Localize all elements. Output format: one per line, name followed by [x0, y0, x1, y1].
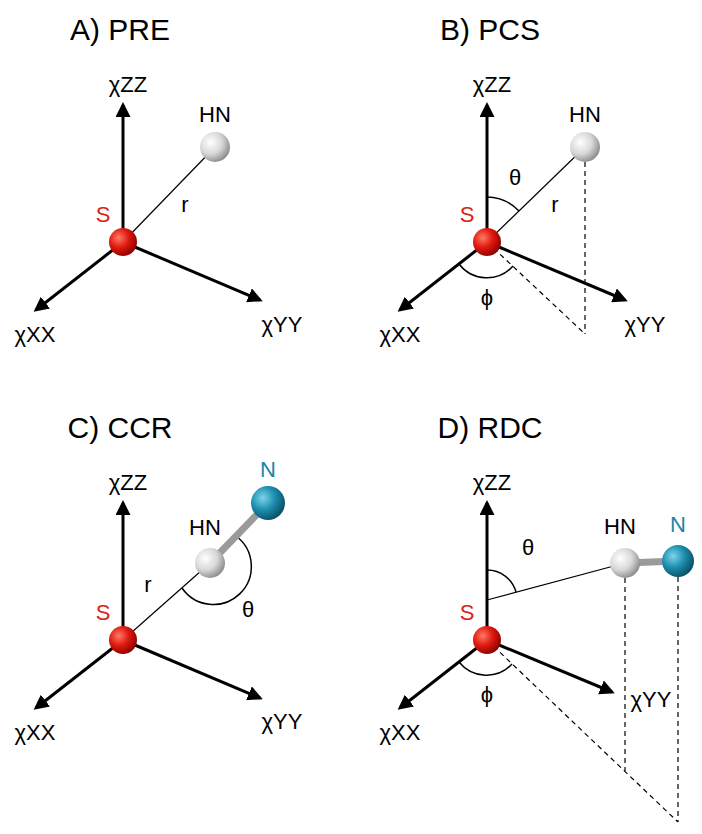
n-sphere: [662, 545, 694, 577]
atom-label: HN: [198, 104, 232, 126]
axis: [122, 503, 125, 640]
hn-sphere: [610, 548, 640, 578]
angle-label: θ: [521, 537, 535, 559]
angle-arc: [487, 197, 519, 211]
angle-label: ϕ: [480, 287, 494, 309]
projection-line: [677, 577, 678, 822]
s-sphere: [473, 228, 501, 256]
s-sphere: [473, 626, 501, 654]
hn-sphere: [570, 132, 600, 162]
axis: [486, 105, 489, 242]
axis-label: χYY: [630, 689, 673, 711]
panel-c: [36, 486, 285, 708]
projection-line: [487, 242, 585, 334]
panel-title: D) RDC: [437, 413, 544, 443]
atom-label: HN: [603, 516, 637, 538]
atom-label: S: [459, 204, 476, 226]
projection-line: [624, 578, 625, 771]
atom-label: S: [95, 204, 112, 226]
hn-sphere: [195, 548, 225, 578]
axis-label: χXX: [14, 324, 57, 346]
axis: [36, 640, 123, 708]
atom-label: S: [459, 602, 476, 624]
axis-label: χXX: [379, 722, 422, 744]
angle-label: θ: [241, 599, 255, 621]
panel-b: [400, 105, 625, 334]
axis-label: χYY: [624, 314, 667, 336]
angle-arc: [182, 536, 251, 604]
s-sphere: [109, 626, 137, 654]
axis: [486, 503, 489, 640]
projection-line: [584, 162, 585, 334]
axis: [123, 242, 260, 300]
panel-a: [36, 105, 260, 310]
axis: [36, 242, 123, 310]
vector-line: [487, 563, 625, 600]
atom-label: N: [669, 514, 687, 536]
angle-label: ϕ: [480, 684, 494, 706]
atom-label: N: [259, 459, 277, 481]
axis: [122, 105, 125, 242]
atom-label: S: [95, 602, 112, 624]
axis-label: χXX: [379, 324, 422, 346]
angle-arc: [487, 570, 516, 592]
axis: [487, 640, 612, 692]
panel-title: B) PCS: [439, 15, 541, 45]
vector-line: [487, 147, 585, 242]
hn-sphere: [200, 132, 230, 162]
axis-label: χYY: [261, 314, 304, 336]
panel-title: A) PRE: [69, 15, 171, 45]
axis-label: χXX: [14, 722, 57, 744]
angle-arc: [459, 662, 512, 675]
atom-label: HN: [188, 517, 222, 539]
s-sphere: [109, 228, 137, 256]
angle-arc: [459, 264, 513, 278]
n-sphere: [251, 486, 285, 520]
distance-label: r: [143, 574, 152, 596]
projection-line: [487, 640, 678, 822]
vector-line: [123, 147, 215, 242]
axis-label: χZZ: [108, 472, 148, 494]
axis-label: χZZ: [472, 472, 512, 494]
atom-label: HN: [568, 104, 602, 126]
distance-label: r: [180, 194, 189, 216]
axis-label: χZZ: [108, 74, 148, 96]
distance-label: r: [550, 194, 559, 216]
panel-title: C) CCR: [67, 413, 174, 443]
axis: [400, 640, 487, 708]
axis-label: χYY: [261, 711, 304, 733]
axis: [123, 640, 260, 698]
panel-d: [400, 503, 694, 822]
angle-label: θ: [508, 167, 522, 189]
axis-label: χZZ: [472, 74, 512, 96]
